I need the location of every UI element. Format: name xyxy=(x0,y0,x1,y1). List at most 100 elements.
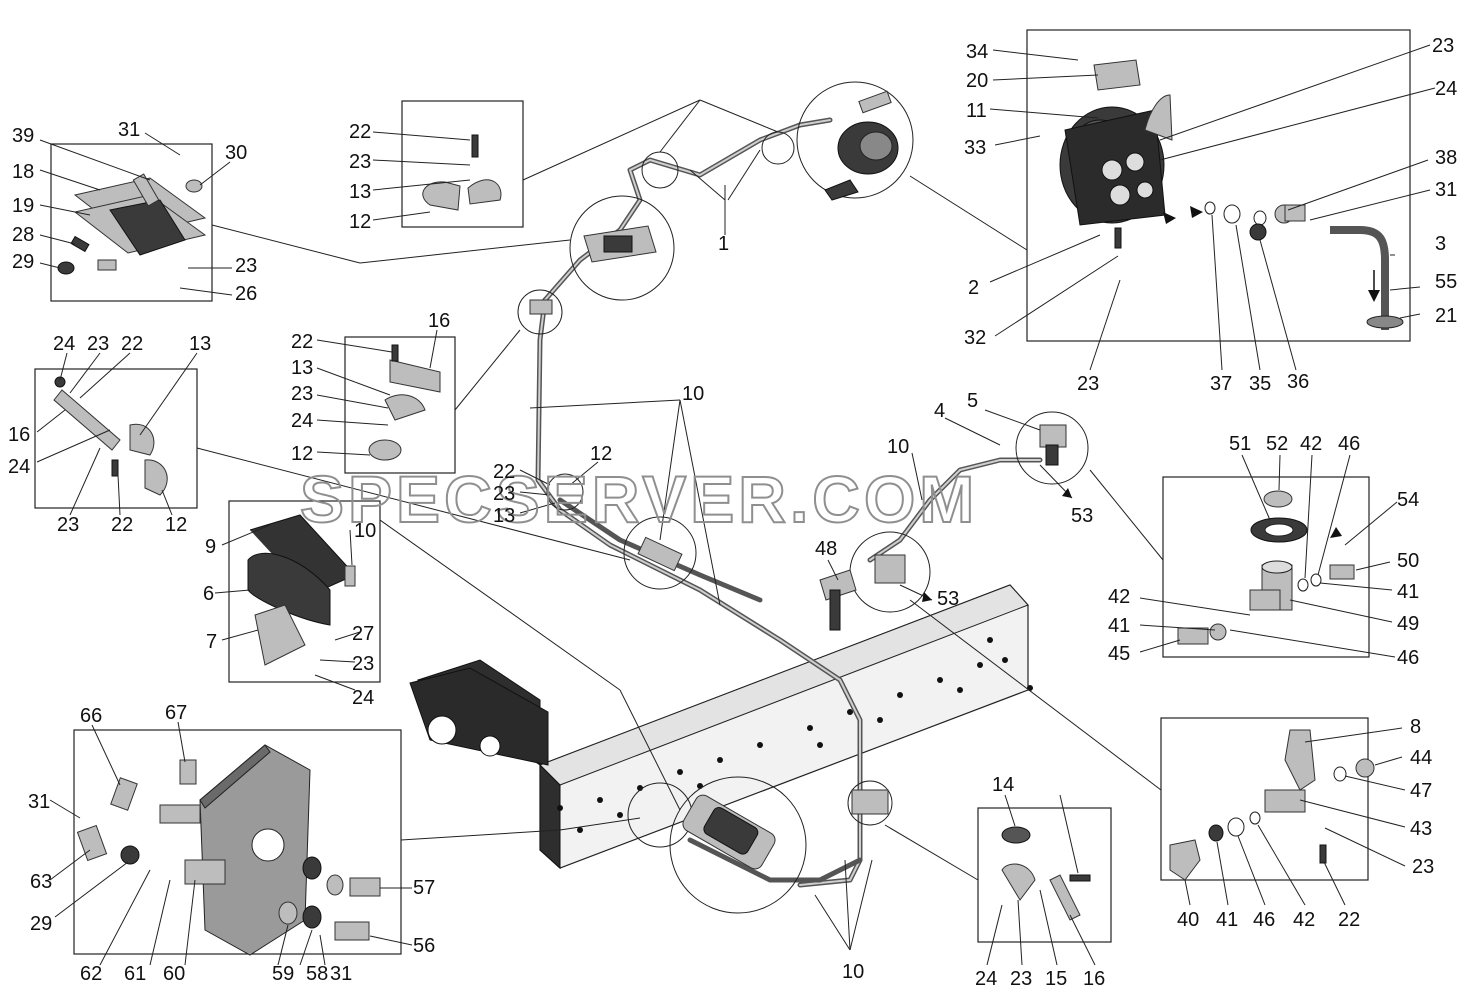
label-9: 9 xyxy=(205,536,216,558)
label-48: 48 xyxy=(815,538,837,560)
label-29-box-f: 29 xyxy=(30,913,52,935)
label-22-box-d-bottom: 22 xyxy=(111,514,133,536)
label-61: 61 xyxy=(124,963,146,985)
label-22-box-b: 22 xyxy=(349,121,371,143)
label-13-box-d: 13 xyxy=(189,333,211,355)
label-38: 38 xyxy=(1435,147,1457,169)
label-2: 2 xyxy=(968,277,979,299)
label-22-box-d-top: 22 xyxy=(121,333,143,355)
label-53-middle: 53 xyxy=(937,588,959,610)
label-56: 56 xyxy=(413,935,435,957)
label-12-middle: 12 xyxy=(590,443,612,465)
label-7: 7 xyxy=(206,631,217,653)
label-46-box-h-bottom: 46 xyxy=(1397,647,1419,669)
box-clamp-top xyxy=(401,100,524,228)
label-6: 6 xyxy=(203,583,214,605)
label-34: 34 xyxy=(966,41,988,63)
label-23-box-j: 23 xyxy=(1010,968,1032,990)
label-46-box-i: 46 xyxy=(1253,909,1275,931)
box-hose-guard xyxy=(228,500,381,683)
label-30: 30 xyxy=(225,142,247,164)
label-60: 60 xyxy=(163,963,185,985)
label-47: 47 xyxy=(1410,780,1432,802)
label-5: 5 xyxy=(967,390,978,412)
label-26: 26 xyxy=(235,283,257,305)
label-10-bottom: 10 xyxy=(842,961,864,983)
watermark: SPECSERVER.COM xyxy=(300,462,978,536)
label-66: 66 xyxy=(80,705,102,727)
box-tee-valve xyxy=(1160,717,1375,881)
label-18: 18 xyxy=(12,161,34,183)
label-24-box-g: 24 xyxy=(1435,78,1457,100)
label-42-box-h-left: 42 xyxy=(1108,586,1130,608)
label-43: 43 xyxy=(1410,818,1432,840)
label-15: 15 xyxy=(1045,968,1067,990)
label-13-middle: 13 xyxy=(493,505,515,527)
label-10-middle: 10 xyxy=(682,383,704,405)
label-27: 27 xyxy=(352,623,374,645)
label-63: 63 xyxy=(30,871,52,893)
label-12-box-d: 12 xyxy=(165,514,187,536)
label-41-box-h-right: 41 xyxy=(1397,581,1419,603)
label-42-box-i: 42 xyxy=(1293,909,1315,931)
label-23-box-e: 23 xyxy=(352,653,374,675)
label-8: 8 xyxy=(1410,716,1421,738)
label-53-right: 53 xyxy=(1071,505,1093,527)
box-relay-valve xyxy=(1162,476,1370,658)
label-59: 59 xyxy=(272,963,294,985)
label-23-box-d-top: 23 xyxy=(87,333,109,355)
part-labels: 1 2 3 4 5 6 7 8 9 10 10 10 10 11 12 12 1… xyxy=(8,35,1457,990)
label-31-box-f: 31 xyxy=(28,791,50,813)
label-24-box-e: 24 xyxy=(352,687,374,709)
label-23-box-c: 23 xyxy=(291,383,313,405)
label-22-box-c: 22 xyxy=(291,331,313,353)
frame-rail xyxy=(409,584,1033,870)
label-35: 35 xyxy=(1249,373,1271,395)
label-23-middle: 23 xyxy=(493,483,515,505)
label-46-box-h-top: 46 xyxy=(1338,433,1360,455)
label-24-box-d-top: 24 xyxy=(53,333,75,355)
label-4: 4 xyxy=(934,400,945,422)
label-62: 62 xyxy=(80,963,102,985)
label-51: 51 xyxy=(1229,433,1251,455)
label-31-box-g: 31 xyxy=(1435,179,1457,201)
box-brake-valve xyxy=(1026,29,1411,342)
box-fittings xyxy=(73,729,402,956)
label-14: 14 xyxy=(992,774,1014,796)
label-10-box: 10 xyxy=(354,520,376,542)
label-24-box-j: 24 xyxy=(975,968,997,990)
label-23-box-g-top: 23 xyxy=(1432,35,1454,57)
label-42-box-h-top: 42 xyxy=(1300,433,1322,455)
label-44: 44 xyxy=(1410,747,1432,769)
label-21: 21 xyxy=(1435,305,1457,327)
label-31-box-f-bottom: 31 xyxy=(330,963,352,985)
label-31-box-a: 31 xyxy=(118,119,140,141)
label-16-box-d: 16 xyxy=(8,424,30,446)
label-10-right: 10 xyxy=(887,436,909,458)
label-33: 33 xyxy=(964,137,986,159)
label-12-box-b: 12 xyxy=(349,211,371,233)
label-57: 57 xyxy=(413,877,435,899)
label-24-box-c: 24 xyxy=(291,410,313,432)
label-23-box-g-bottom: 23 xyxy=(1077,373,1099,395)
label-23-box-b: 23 xyxy=(349,151,371,173)
leader-lines xyxy=(36,44,1436,966)
label-23-box-i: 23 xyxy=(1412,856,1434,878)
label-11: 11 xyxy=(966,100,987,122)
label-41-box-h-left: 41 xyxy=(1108,615,1130,637)
label-29-box-a: 29 xyxy=(12,251,34,273)
label-3: 3 xyxy=(1435,233,1446,255)
label-36: 36 xyxy=(1287,371,1309,393)
label-58: 58 xyxy=(306,963,328,985)
label-13-box-b: 13 xyxy=(349,181,371,203)
label-20: 20 xyxy=(966,70,988,92)
label-41-box-i: 41 xyxy=(1216,909,1238,931)
label-32: 32 xyxy=(964,327,986,349)
box-left-bracket xyxy=(34,368,198,509)
label-23-box-a: 23 xyxy=(235,255,257,277)
box-clamp-bottom xyxy=(977,807,1112,943)
label-50: 50 xyxy=(1397,550,1419,572)
label-54: 54 xyxy=(1397,489,1419,511)
